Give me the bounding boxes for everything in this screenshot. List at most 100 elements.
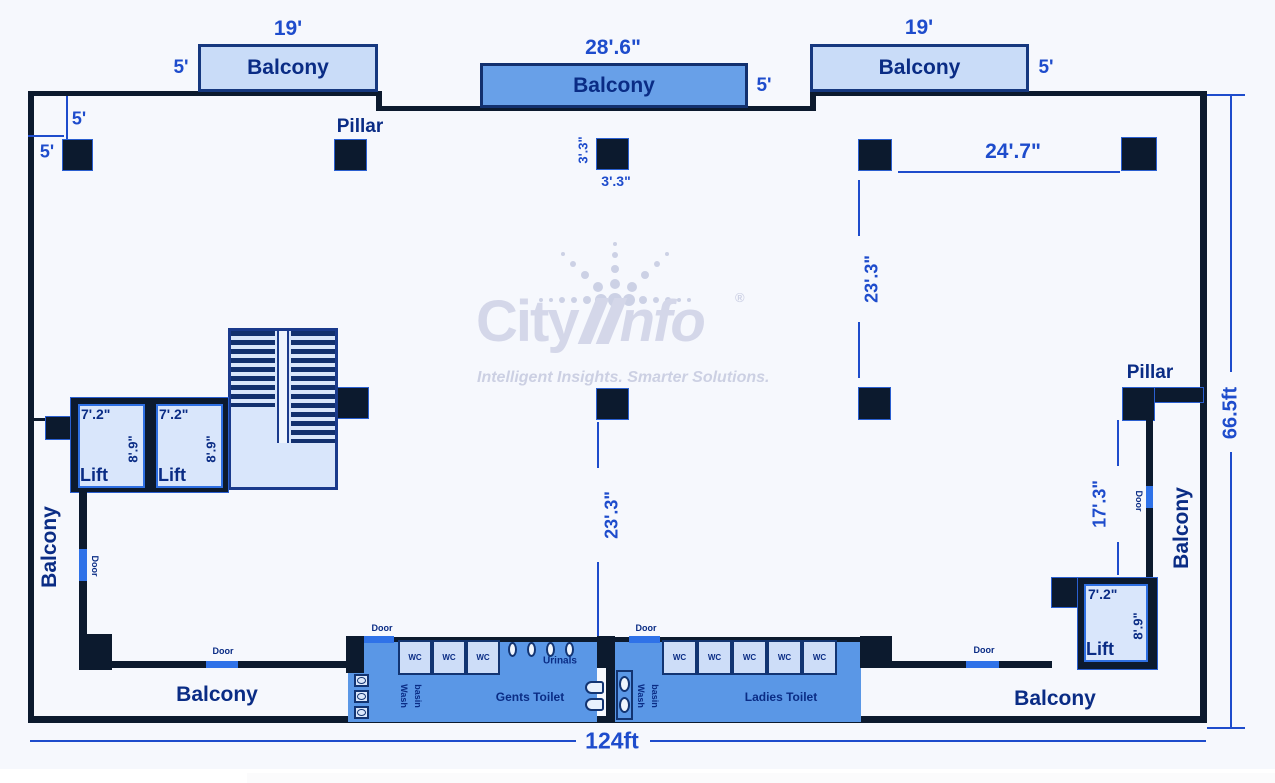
- balcony-label-bottom-right: Balcony: [1014, 687, 1096, 710]
- dim-right-inner: 17'.3": [1089, 480, 1110, 528]
- logo-city: City: [476, 289, 580, 354]
- ladies-toilet-label: Ladies Toilet: [744, 690, 818, 704]
- door-bottom-right: [966, 661, 999, 668]
- dimline-corner-horizontal: [28, 135, 64, 137]
- registered-mark: ®: [735, 290, 745, 305]
- dimline-span-right-a: [858, 180, 860, 236]
- dim-balcony-left-width: 19': [273, 17, 303, 40]
- lift-1-width: 7'.2": [81, 406, 111, 422]
- gents-left-wall: [346, 636, 364, 673]
- lift-1: [78, 404, 145, 488]
- wc-label: WC: [742, 653, 757, 662]
- dimline-span-top-right: [898, 171, 1120, 173]
- wall-top-b: [376, 106, 816, 111]
- dim-balcony-center-width: 28'.6": [585, 36, 641, 59]
- ladies-wc-stall-2: WC: [697, 640, 732, 675]
- cityinfo-starburst-icon: [539, 242, 691, 307]
- ladies-washbasin-1: [619, 676, 630, 692]
- dimline-total-height-tick-top: [1207, 94, 1245, 96]
- balcony-label: Balcony: [247, 56, 329, 79]
- pillar-mid-right: [859, 388, 890, 419]
- dim-pillar-horizontal: 3'.3": [601, 173, 631, 189]
- lift-2-width: 7'.2": [159, 406, 189, 422]
- gents-top-wall: [358, 637, 597, 642]
- door-left-inner: [79, 549, 87, 581]
- stair-rail: [277, 331, 289, 443]
- wc-label: WC: [812, 653, 827, 662]
- wc-label: WC: [476, 653, 490, 662]
- ladies-wc-stall-5: WC: [802, 640, 837, 675]
- dim-corner-vertical: 5': [71, 108, 87, 129]
- dimline-right-inner-b: [1117, 542, 1119, 575]
- dimline-total-width-b: [650, 740, 1206, 742]
- dimline-total-width-a: [30, 740, 576, 742]
- balcony-top-left: Balcony: [198, 44, 378, 92]
- gents-washbasin-1: [354, 674, 369, 687]
- urinal-2: [527, 642, 536, 657]
- dimline-span-center-a: [597, 422, 599, 468]
- gents-door: [364, 636, 394, 643]
- balcony-top-center: Balcony: [480, 63, 748, 108]
- gents-wash-label-1: Wash: [399, 684, 409, 708]
- dim-pillar-vertical: 3'.3": [575, 136, 591, 164]
- ladies-door-label: Door: [635, 623, 657, 633]
- balcony-label-left: Balcony: [38, 506, 61, 588]
- dim-span-top-right: 24'.7": [985, 140, 1041, 163]
- lift-1-label: Lift: [80, 465, 108, 485]
- door-label-bottom-right: Door: [973, 645, 995, 655]
- balcony-top-right: Balcony: [810, 44, 1029, 92]
- dim-total-width: 124ft: [585, 727, 639, 754]
- gents-wc-stall-1: WC: [398, 640, 432, 675]
- pillar-top-3: [597, 139, 628, 169]
- dim-corner-horizontal: 5': [39, 141, 55, 162]
- balcony-label: Balcony: [878, 56, 961, 79]
- dim-span-right: 23'.3": [861, 255, 882, 303]
- gents-wash-label-2: basin: [413, 684, 423, 708]
- dimline-right-inner-a: [1117, 420, 1119, 466]
- lift-2: [156, 404, 223, 488]
- wall-top-a: [28, 91, 380, 96]
- dim-balcony-right-depth: 5': [1038, 57, 1054, 78]
- wc-label: WC: [408, 653, 422, 662]
- door-right-inner: [1146, 486, 1153, 508]
- gents-wc-pan-2: [585, 698, 604, 711]
- urinal-1: [508, 642, 517, 657]
- wall-left-inner-corner: [79, 634, 112, 670]
- stair-treads-right: [291, 331, 335, 443]
- dimline-total-height-tick-bottom: [1207, 727, 1245, 729]
- gents-toilet-label: Gents Toilet: [495, 690, 565, 704]
- logo-tagline: Intelligent Insights. Smarter Solutions.: [477, 369, 770, 386]
- gents-washbasin-2: [354, 690, 369, 703]
- gents-door-label: Door: [371, 623, 393, 633]
- pillar-top-4: [859, 140, 891, 170]
- ladies-wc-stall-4: WC: [767, 640, 802, 675]
- dimline-total-height-a: [1230, 96, 1232, 372]
- toilet-divider-lower: [606, 668, 616, 722]
- gents-washbasin-3: [354, 706, 369, 719]
- wall-top-step-a: [376, 91, 382, 111]
- ladies-top-wall: [615, 637, 861, 642]
- balcony-label-bottom-left: Balcony: [176, 683, 258, 706]
- lift-1-depth: 8'.9": [125, 435, 141, 463]
- gents-wc-stall-3: WC: [466, 640, 500, 675]
- toilet-divider-upper: [597, 636, 615, 668]
- right-lift-stub: [1052, 578, 1080, 607]
- dimline-total-height-b: [1230, 452, 1232, 728]
- dimline-corner-vertical: [66, 96, 68, 139]
- bottom-strip-shade: [247, 773, 1275, 783]
- dimline-span-right-b: [858, 322, 860, 378]
- pillar-top-1: [63, 140, 92, 170]
- ladies-wash-label-1: Wash: [636, 684, 646, 708]
- lift-3-width: 7'.2": [1088, 586, 1118, 602]
- logo-nfo: nfo: [619, 289, 706, 354]
- wall-top-c: [810, 91, 1207, 96]
- dim-total-height: 66.5ft: [1219, 386, 1242, 440]
- ladies-washbasin-2: [619, 697, 630, 713]
- wc-label: WC: [707, 653, 722, 662]
- wall-left-outer: [28, 91, 34, 722]
- lift-2-label: Lift: [158, 465, 186, 485]
- door-label-bottom-left: Door: [212, 646, 234, 656]
- dim-balcony-right-width: 19': [904, 16, 934, 39]
